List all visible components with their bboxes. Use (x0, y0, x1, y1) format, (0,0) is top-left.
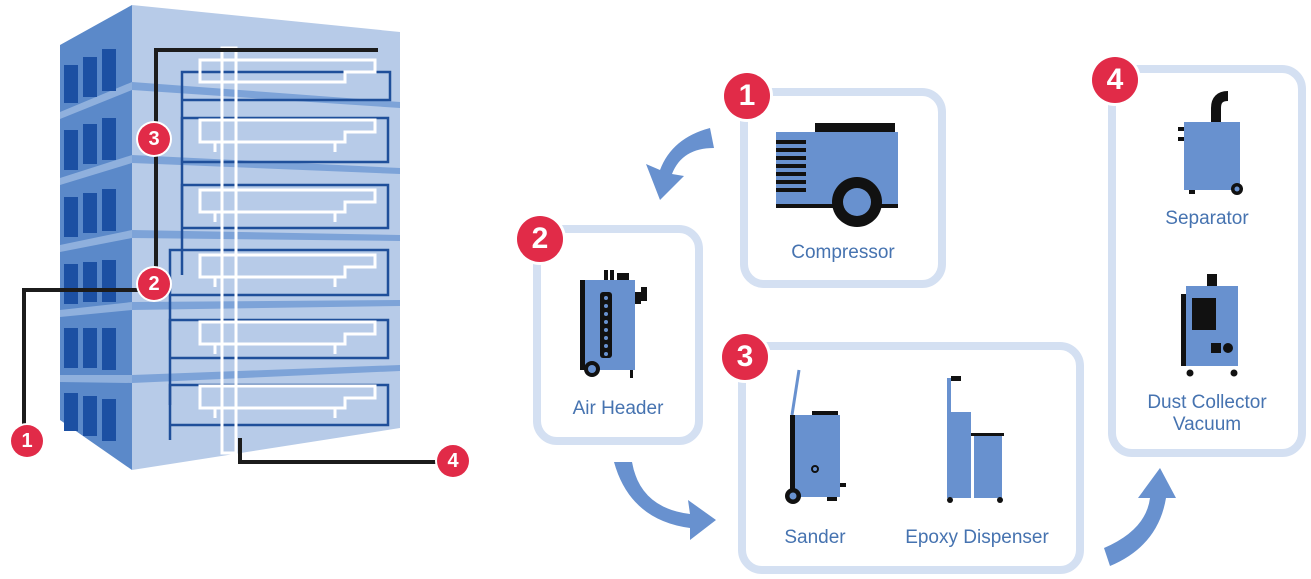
building-badge-2: 2 (138, 268, 170, 300)
step-badge-1: 1 (724, 73, 770, 119)
label-air-header: Air Header (572, 398, 664, 419)
label-vacuum: Vacuum (1172, 414, 1242, 435)
step-badge-3: 3 (722, 334, 768, 380)
label-sander: Sander (784, 527, 846, 548)
air-header-icon (580, 270, 647, 378)
label-dust-collector: Dust Collector (1147, 392, 1267, 413)
label-separator: Separator (1165, 208, 1249, 229)
building-badge-1: 1 (11, 425, 43, 457)
building-badge-4: 4 (437, 445, 469, 477)
building-icon (22, 5, 450, 470)
label-compressor: Compressor (791, 242, 895, 263)
step-badge-4: 4 (1092, 57, 1138, 103)
compressor-icon (776, 123, 898, 227)
epoxy-dispenser-icon (947, 376, 1004, 503)
building-badge-3: 3 (138, 123, 170, 155)
separator-icon (1178, 91, 1243, 195)
flow-arrow-icon (614, 128, 1176, 566)
label-epoxy-dispenser: Epoxy Dispenser (905, 527, 1049, 548)
dust-collector-icon (1181, 274, 1238, 377)
step-badge-2: 2 (517, 216, 563, 262)
sander-icon (785, 369, 846, 504)
